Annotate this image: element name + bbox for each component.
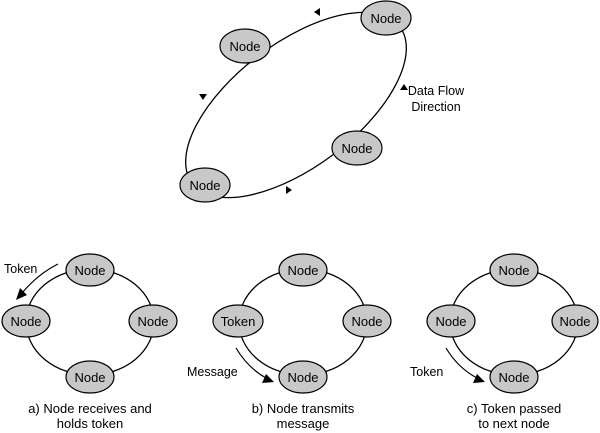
top-ring-arrow-2 <box>199 94 207 100</box>
top-node-top-left-label: Node <box>229 39 260 54</box>
data-flow-label-line1: Data Flow <box>408 84 465 98</box>
panel-a-node-right-label: Node <box>137 314 168 329</box>
top-node-bottom-left-label: Node <box>189 178 220 193</box>
panel-a-caption-line2: holds token <box>57 416 124 431</box>
panel-b-caption-line1: b) Node transmits <box>252 401 355 416</box>
panel-a-caption-line1: a) Node receives and <box>28 401 152 416</box>
panel-c-node-left: Node <box>426 304 476 338</box>
panel-b-node-bottom-label: Node <box>287 370 318 385</box>
top-ring: Node Node Node Node Data Flow Direction <box>179 0 465 203</box>
top-ring-arrow-4 <box>400 84 408 90</box>
panel-a: Token Node Node Node Node a) Node receiv… <box>1 253 178 431</box>
top-node-top-right-label: Node <box>370 11 401 26</box>
panel-a-node-right: Node <box>128 304 178 338</box>
panel-b-node-bottom: Node <box>278 360 328 394</box>
panel-c-node-right: Node <box>551 304 599 338</box>
panel-b-node-left-token: Token <box>212 304 264 338</box>
panel-b-message-arrowhead <box>262 374 274 383</box>
panel-c-node-bottom-label: Node <box>498 370 529 385</box>
panel-c-node-left-label: Node <box>435 314 466 329</box>
panel-b-node-right-label: Node <box>351 314 382 329</box>
panel-a-node-bottom-label: Node <box>74 370 105 385</box>
panel-a-node-bottom: Node <box>65 360 115 394</box>
panel-b-caption-line2: message <box>277 416 330 431</box>
top-ring-arrow-1 <box>314 8 320 16</box>
panel-a-node-left-label: Node <box>10 314 41 329</box>
top-node-bottom-right: Node <box>331 130 383 166</box>
panel-c-token-arrow <box>445 347 478 379</box>
panel-a-token-arrow <box>21 263 59 294</box>
panel-b-node-top-label: Node <box>287 263 318 278</box>
panel-c-token-label: Token <box>410 365 443 379</box>
panel-a-token-label: Token <box>4 262 37 276</box>
panel-c-caption-line1: c) Token passed <box>467 401 561 416</box>
panel-a-node-left: Node <box>1 304 51 338</box>
panel-b: Message Node Token Node Node b) Node tra… <box>187 253 392 431</box>
panel-c-node-bottom: Node <box>489 360 539 394</box>
panel-b-node-top: Node <box>278 253 328 287</box>
top-ring-arrow-3 <box>286 186 292 194</box>
panel-b-node-left-label: Token <box>221 314 256 329</box>
panel-b-node-right: Node <box>342 304 392 338</box>
panel-a-node-top: Node <box>65 253 115 287</box>
panel-b-message-label: Message <box>187 365 238 379</box>
panel-b-message-arrow <box>235 347 267 379</box>
panel-c-node-top: Node <box>489 253 539 287</box>
top-node-top-right: Node <box>360 0 412 36</box>
panel-c-caption-line2: to next node <box>478 416 550 431</box>
panel-a-token-arrowhead <box>16 288 27 300</box>
data-flow-label-line2: Direction <box>411 100 460 114</box>
panel-c-node-right-label: Node <box>559 314 590 329</box>
panel-c-node-top-label: Node <box>498 263 529 278</box>
top-node-bottom-right-label: Node <box>341 141 372 156</box>
panel-a-node-top-label: Node <box>74 263 105 278</box>
panel-c-token-arrowhead <box>473 374 485 383</box>
top-node-bottom-left: Node <box>179 167 231 203</box>
panel-c: Token Node Node Node Node c) Token passe… <box>410 253 599 431</box>
top-node-top-left: Node <box>219 28 271 64</box>
